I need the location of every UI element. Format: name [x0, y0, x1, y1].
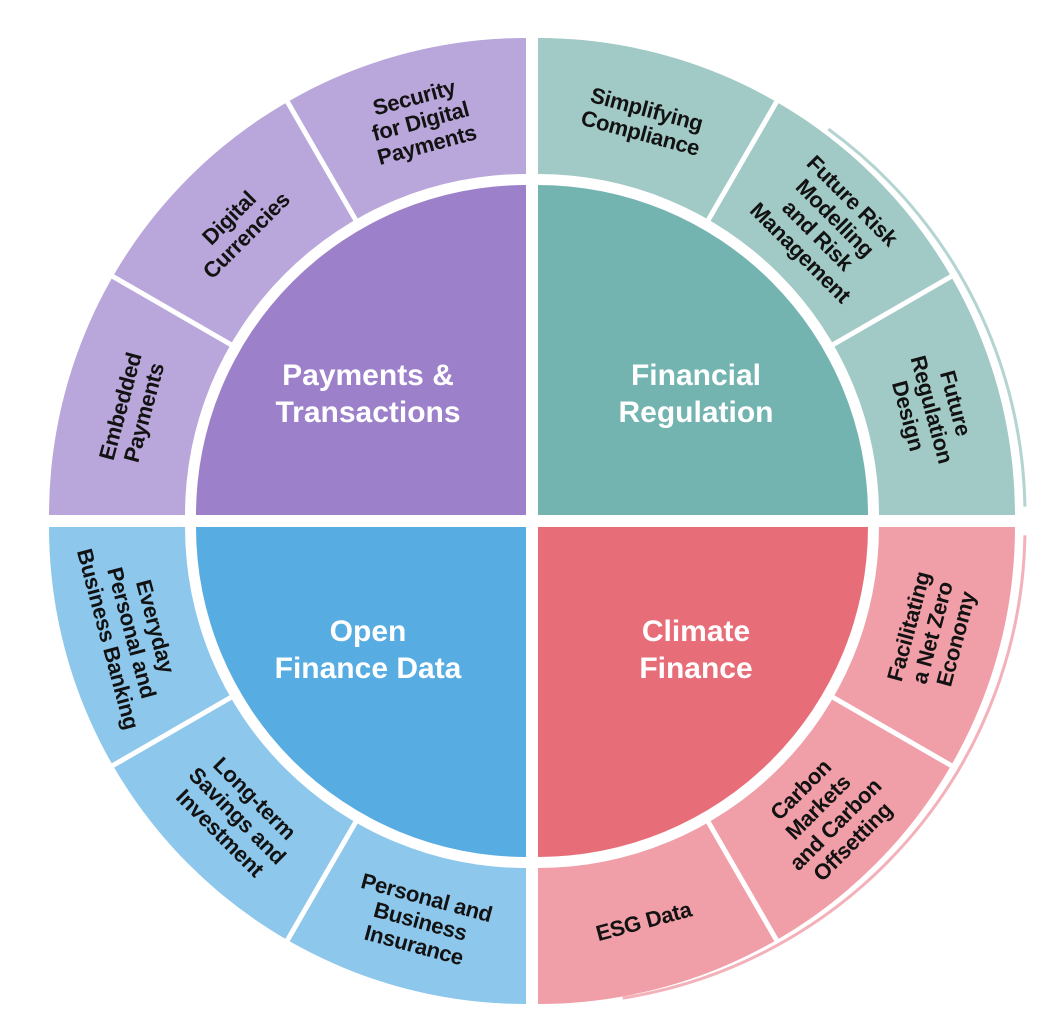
segment-divider — [831, 694, 954, 769]
segment-divider — [705, 99, 780, 222]
outer-ring-climate-finance — [538, 527, 1015, 1004]
outer-ring-payments-and-transactions — [49, 38, 526, 515]
outer-ring-financial-regulation — [538, 38, 1015, 515]
segment-label-carbon-markets-and-carbon-offsetting: CarbonMarketsand CarbonOffsetting — [750, 739, 904, 893]
segment-divider — [284, 99, 359, 222]
segment-divider — [284, 820, 359, 943]
segment-divider — [110, 694, 233, 769]
segment-label-future-regulation-design: FutureRegulationDesign — [882, 346, 982, 472]
outer-ring-open-finance-data — [49, 527, 526, 1004]
inner-wedge-open-finance-data — [196, 527, 526, 857]
inner-wedge-payments-and-transactions — [196, 185, 526, 515]
quadrant-label-payments-and-transactions: Payments &Transactions — [275, 359, 460, 429]
quadrant-payments-and-transactions: Payments &TransactionsEmbeddedPaymentsDi… — [49, 38, 526, 515]
segment-label-long-term-savings-and-investment: Long-termSavings andInvestment — [167, 745, 309, 887]
segment-divider — [831, 273, 954, 348]
decorative-outline-arc — [827, 127, 1027, 507]
segment-divider — [110, 273, 233, 348]
inner-wedge-financial-regulation — [538, 185, 868, 515]
decorative-outline-arc — [622, 535, 1027, 1000]
segment-divider — [705, 820, 780, 943]
inner-wedge-climate-finance — [538, 527, 868, 857]
